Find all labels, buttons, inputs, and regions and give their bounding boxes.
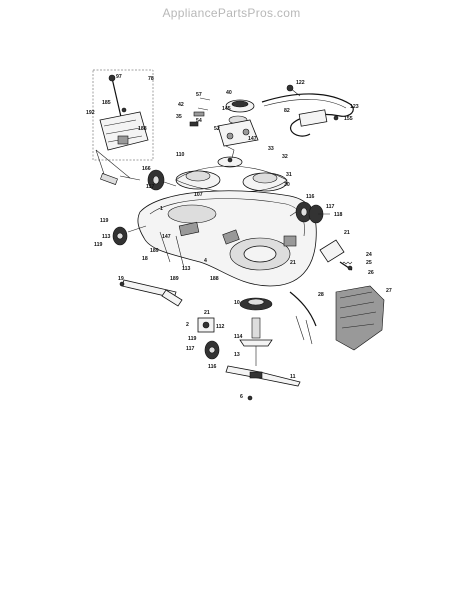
callout-188b: 188 <box>210 276 219 282</box>
callout-188: 188 <box>138 126 147 132</box>
callout-119c: 119 <box>188 336 196 342</box>
right-arm-springs <box>319 239 353 271</box>
discharge-chute <box>289 285 385 351</box>
callout-119: 119 <box>100 218 108 224</box>
callout-54: 54 <box>196 118 202 124</box>
callout-2: 2 <box>186 322 189 328</box>
callout-31: 31 <box>286 172 292 178</box>
callout-10: 10 <box>234 300 240 306</box>
callout-116: 116 <box>306 194 314 200</box>
callout-4: 4 <box>204 258 207 264</box>
watermark-text: AppliancePartsPros.com <box>162 6 301 20</box>
deck-pulleys <box>175 145 288 193</box>
callout-13: 13 <box>234 352 240 358</box>
callout-32: 32 <box>282 154 288 160</box>
callout-6: 6 <box>240 394 243 400</box>
callout-40: 40 <box>226 90 232 96</box>
callout-185: 185 <box>102 100 111 106</box>
callout-57: 57 <box>196 92 202 98</box>
callout-25: 25 <box>366 260 372 266</box>
callout-166: 166 <box>142 166 151 172</box>
callout-155: 155 <box>344 116 353 122</box>
left-gauge-wheels <box>112 169 220 360</box>
callout-30: 30 <box>284 182 290 188</box>
callout-35: 35 <box>176 114 182 120</box>
callout-21c: 21 <box>204 310 210 316</box>
callout-33: 33 <box>268 146 274 152</box>
callout-112: 112 <box>216 324 224 330</box>
right-gauge-wheels <box>289 201 330 224</box>
callout-189: 189 <box>150 248 159 254</box>
callout-28: 28 <box>318 292 324 298</box>
callout-145: 145 <box>222 106 231 112</box>
callout-97: 97 <box>116 74 122 80</box>
callout-42: 42 <box>178 102 184 108</box>
callout-117b: 117 <box>326 204 334 210</box>
callout-192: 192 <box>86 110 95 116</box>
callout-27: 27 <box>386 288 392 294</box>
callout-116b: 116 <box>208 364 216 370</box>
callout-113: 113 <box>102 234 110 240</box>
callout-119b: 119 <box>94 242 102 248</box>
callout-147: 147 <box>248 136 257 142</box>
callout-1: 1 <box>160 206 163 212</box>
callout-110: 110 <box>176 152 184 158</box>
callout-21: 21 <box>344 230 350 236</box>
idler-pulley-group <box>189 97 259 147</box>
callout-26: 26 <box>368 270 374 276</box>
callout-118: 118 <box>334 212 342 218</box>
callout-114: 114 <box>234 334 242 340</box>
callout-189b: 189 <box>170 276 179 282</box>
callout-117c: 117 <box>186 346 194 352</box>
callout-52: 52 <box>214 126 220 132</box>
spindle-assembly <box>197 297 273 366</box>
callout-21b: 21 <box>290 260 296 266</box>
callout-11: 11 <box>290 374 296 380</box>
callout-123: 123 <box>350 104 359 110</box>
callout-147b: 147 <box>162 234 171 240</box>
lift-lever-assembly <box>92 69 154 185</box>
callout-117: 117 <box>146 184 154 190</box>
mower-deck <box>137 190 317 287</box>
callout-24: 24 <box>366 252 372 258</box>
callout-19: 19 <box>118 276 124 282</box>
callout-122: 122 <box>296 80 305 86</box>
callout-107: 107 <box>194 192 203 198</box>
left-link-bars <box>119 279 183 307</box>
callout-78: 78 <box>148 76 154 82</box>
mower-blade <box>225 365 301 401</box>
drive-belt <box>261 84 354 137</box>
callout-18: 18 <box>142 256 148 262</box>
callout-82: 82 <box>284 108 290 114</box>
callout-labels: 97 78 57 42 145 122 123 155 192 188 185 … <box>86 74 392 400</box>
callout-113b: 113 <box>182 266 190 272</box>
